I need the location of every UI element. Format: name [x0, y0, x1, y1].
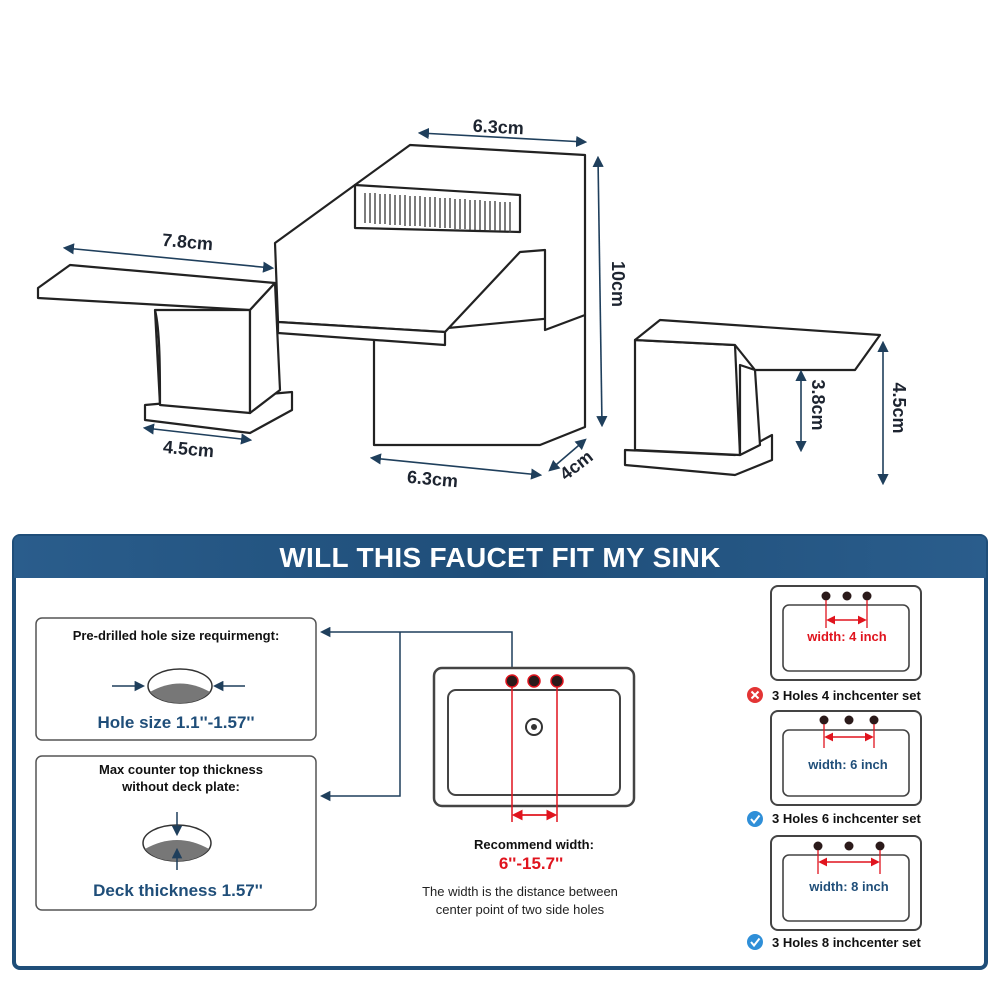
faucet-drawing	[36, 143, 882, 477]
spout-grille	[364, 193, 511, 232]
recommend-caption-line1: The width is the distance between	[422, 884, 618, 899]
option-caption: 3 Holes 6 inchcenter set	[772, 811, 922, 826]
option-caption: 3 Holes 4 inchcenter set	[772, 688, 922, 703]
option-width-label: width: 4 inch	[806, 629, 887, 644]
option-width-label: width: 6 inch	[807, 757, 888, 772]
connector-lines	[319, 626, 513, 802]
faucet-hole-center	[527, 674, 541, 688]
left-handle	[36, 263, 294, 435]
center-sink	[432, 666, 636, 822]
dim-handle-height: 3.8cm	[808, 379, 828, 430]
recommend-width-value: 6''-15.7''	[499, 854, 563, 873]
dim-spout-height: 10cm	[608, 261, 628, 307]
deck-thickness-box: Max counter top thickness without deck p…	[35, 755, 317, 911]
deck-box-title-line2: without deck plate:	[121, 779, 240, 794]
deck-box-title-line1: Max counter top thickness	[99, 762, 263, 777]
dim-spout-top-width: 6.3cm	[472, 116, 524, 139]
recommend-width-label: Recommend width:	[474, 837, 594, 852]
dimension-lines	[62, 127, 889, 486]
right-handle	[623, 318, 882, 477]
hole-box-title: Pre-drilled hole size requirmengt:	[73, 628, 280, 643]
check-circle-icon	[747, 934, 763, 950]
x-circle-icon	[747, 687, 763, 703]
hole-size-box: Pre-drilled hole size requirmengt: Hole …	[35, 617, 317, 741]
check-circle-icon	[747, 811, 763, 827]
panel-title: WILL THIS FAUCET FIT MY SINK	[279, 542, 720, 573]
hole-size-value: Hole size 1.1''-1.57''	[98, 713, 255, 732]
recommend-caption-line2: center point of two side holes	[436, 902, 605, 917]
option-width-label: width: 8 inch	[808, 879, 889, 894]
faucet-hole-left	[505, 674, 519, 688]
option-8-inch: width: 8 inch 3 Holes 8 inchcenter set	[747, 835, 922, 950]
hole-shading	[150, 683, 210, 703]
dim-spout-depth: 4cm	[556, 446, 597, 484]
faucet-hole-right	[550, 674, 564, 688]
center-spout	[273, 143, 587, 447]
dim-spout-base-width: 6.3cm	[406, 467, 459, 491]
option-caption: 3 Holes 8 inchcenter set	[772, 935, 922, 950]
dim-handle-length: 7.8cm	[161, 230, 214, 254]
dim-handle-base-width: 4.5cm	[162, 437, 215, 461]
option-4-inch: width: 4 inch 3 Holes 4 inchcenter set	[747, 585, 922, 703]
deck-thickness-value: Deck thickness 1.57''	[93, 881, 263, 900]
dim-handle-total-height: 4.5cm	[889, 382, 909, 433]
option-6-inch: width: 6 inch 3 Holes 6 inchcenter set	[747, 710, 922, 827]
